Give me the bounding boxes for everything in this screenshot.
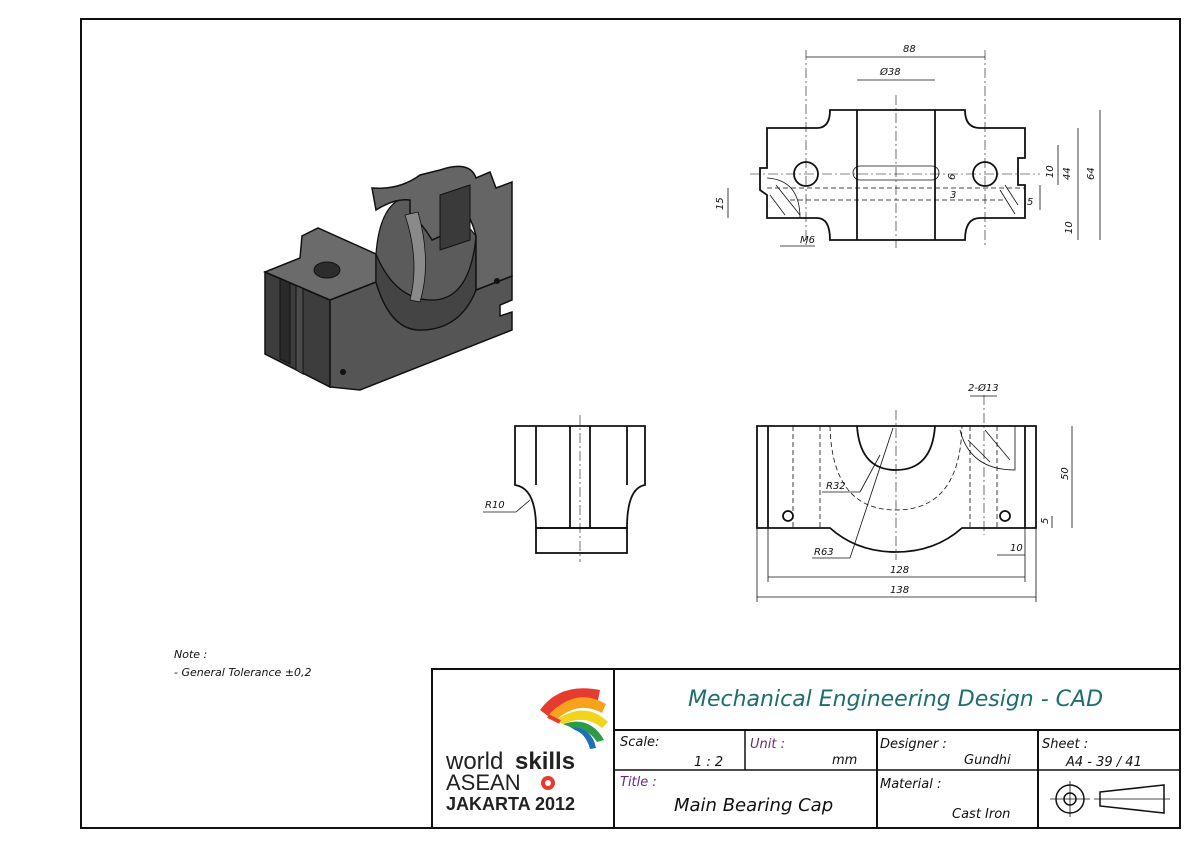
logo-asean: ASEAN [446,770,521,795]
designer-label: Designer : [880,737,947,752]
logo-jakarta: JAKARTA 2012 [446,794,575,814]
scale-label: Scale: [620,735,659,750]
worldskills-logo: world skills ASEAN JAKARTA 2012 [445,688,608,814]
title-block: Mechanical Engineering Design - CAD Scal… [431,668,1181,829]
dim-r63: R63 [814,547,834,558]
dim-138: 138 [890,585,909,596]
dim-15: 15 [715,197,726,210]
dim-44: 44 [1062,167,1073,180]
logo-skills: skills [515,748,575,775]
title-label: Title : [620,775,657,790]
unit-label: Unit : [750,737,785,752]
dim-10b: 10 [1064,221,1075,234]
title-value: Main Bearing Cap [674,795,833,816]
dim-m6: M6 [800,235,815,246]
dim-5: 5 [1027,197,1033,208]
dim-r32: R32 [826,481,846,492]
designer-value: Gundhi [964,753,1011,768]
dim-128: 128 [890,565,909,576]
dim-50: 50 [1060,467,1071,480]
top-view: 88 Ø38 44 64 10 10 6 3 5 15 M6 [715,44,1101,248]
dim-5-front: 5 [1040,518,1051,524]
side-view: R10 [483,415,646,562]
dim-10: 10 [1045,165,1056,178]
dim-r10: R10 [485,500,505,511]
dim-88: 88 [903,44,916,55]
note-tolerance: - General Tolerance ±0,2 [174,666,311,679]
dim-64: 64 [1086,167,1097,180]
title-block-header: Mechanical Engineering Design - CAD [688,687,1103,712]
sheet-label: Sheet : [1042,737,1088,752]
projection-symbol-icon [1050,781,1170,817]
scale-value: 1 : 2 [694,755,723,770]
dim-3: 3 [950,190,956,201]
front-view: 2-Ø13 50 5 10 R32 R63 128 138 [756,382,1073,602]
note-heading: Note : [174,648,207,661]
sheet-value: A4 - 39 / 41 [1065,755,1142,770]
dim-2d13: 2-Ø13 [968,382,999,394]
material-value: Cast Iron [952,807,1010,822]
dim-10-front: 10 [1010,543,1023,554]
logo-world: world [445,748,503,775]
dim-d38: Ø38 [879,66,901,78]
dim-6: 6 [947,174,958,180]
material-label: Material : [880,777,941,792]
isometric-view [263,165,513,391]
unit-value: mm [832,753,857,768]
